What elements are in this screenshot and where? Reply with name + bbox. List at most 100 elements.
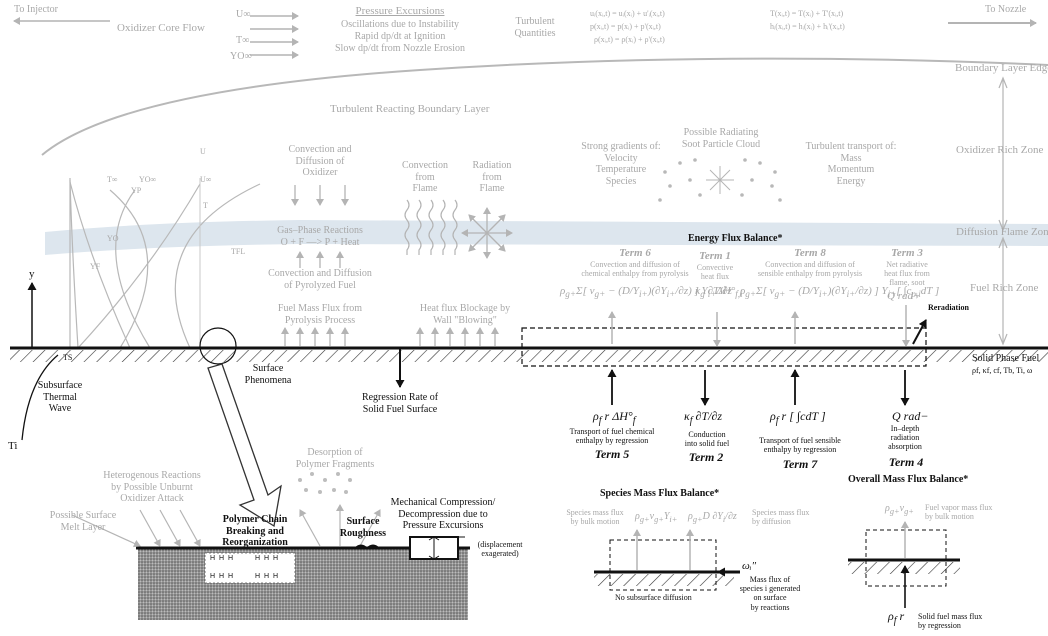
profile-yo: YO	[107, 234, 119, 243]
t-inf-label: T∞	[236, 35, 250, 46]
term8-equation: ρg+Σ[ vg+ − (D/Yi+)(∂Yi+/∂z) ] Yi+[ ∫cp,…	[740, 285, 940, 300]
pe-line3: Slow dp/dt from Nozzle Erosion	[335, 43, 465, 54]
h-row-bottom-1: H H H	[210, 573, 235, 580]
overall-regression-equation: ρf r	[888, 609, 905, 627]
conv-from-flame: Convection from Flame	[401, 160, 449, 194]
pe-line2: Rapid dp/dt at Ignition	[354, 31, 446, 42]
heterogeneous-reactions: Heterogenous Reactions by Possible Unbur…	[103, 470, 201, 504]
h-row-top-1: H H H	[210, 555, 235, 562]
gas-phase-arrows	[281, 185, 499, 346]
term4-desc: In–depth radiation absorption	[888, 424, 922, 452]
ti-label: Ti	[8, 440, 18, 452]
soot-cloud	[658, 158, 782, 202]
species-diffusion-label: Species mass flux by diffusion	[752, 508, 810, 527]
overall-bulk-equation: ρg+vg+	[885, 503, 914, 516]
reradiation-arrow	[912, 319, 927, 345]
eq-enthalpy: hᵢ(xᵢ,t) = hᵢ(xᵢ) + hᵢ'(xᵢ,t)	[770, 22, 845, 31]
gas-phase-reactions: Gas–Phase Reactions O + F —> P + Heat	[277, 225, 363, 248]
mechanical-compression-label: Mechanical Compression/ Decompression du…	[390, 497, 496, 531]
boundary-layer-edge-label: Boundary Layer Edge	[955, 62, 1048, 74]
term1-label: Term 1	[699, 250, 731, 262]
term6-desc: Convection and diffusion of chemical ent…	[581, 260, 689, 279]
diffusion-flame-zone-label: Diffusion Flame Zone	[956, 226, 1048, 238]
term3-label: Term 3	[891, 247, 923, 259]
diffusion-flame-band	[45, 220, 1048, 255]
zone-arrows	[998, 76, 1008, 346]
eq-pressure: p(xᵢ,t) = p(xᵢ) + p'(xᵢ,t)	[590, 22, 661, 31]
rad-from-flame: Radiation from Flame	[472, 160, 512, 194]
q-rad-minus: Q rad−	[892, 409, 929, 423]
boundary-layer-edge-curve	[41, 57, 1048, 156]
yo-inf-label: YO∞	[230, 51, 252, 62]
fuel-rich-zone-label: Fuel Rich Zone	[970, 282, 1039, 294]
oxidizer-rich-zone-label: Oxidizer Rich Zone	[956, 144, 1044, 156]
species-generated-label: Mass flux of species i generated on surf…	[739, 575, 801, 612]
species-omega: ωᵢ″	[742, 560, 757, 572]
fuel-vapor-label: Fuel vapor mass flux by bulk motion	[925, 503, 993, 522]
profile-curves	[69, 179, 261, 349]
desorption-label: Desorption of Polymer Fragments	[295, 447, 375, 470]
h-row-bottom-2: H H H	[255, 573, 280, 580]
to-injector-label: To Injector	[14, 4, 59, 15]
profile-yp: YP	[131, 186, 142, 195]
displacement-label: (displacement exagerated)	[477, 540, 523, 559]
soot-cloud-label: Possible Radiating Soot Particle Cloud	[681, 127, 761, 150]
eq-velocity: uᵢ(xᵢ,t) = uᵢ(xᵢ) + u'ᵢ(xᵢ,t)	[590, 9, 665, 18]
subsurface-thermal-wave: Subsurface Thermal Wave	[37, 380, 83, 414]
term3-desc: Net radiative heat flux from flame, soot	[884, 260, 930, 288]
y-axis-label: y	[29, 268, 35, 280]
strong-gradients: Strong gradients of: Velocity Temperatur…	[581, 141, 661, 187]
radiation-star	[461, 207, 513, 259]
term1-equation: κg ∂T/∂z	[695, 285, 732, 300]
term2-equation: κf ∂T/∂z	[684, 409, 723, 427]
u-inf-label: U∞	[236, 9, 251, 20]
heat-flux-blockage-label: Heat flux Blockage by Wall "Blowing"	[419, 303, 511, 326]
desorption-dots	[298, 472, 352, 494]
surface-phenomena-circle	[199, 327, 237, 365]
term8-label: Term 8	[794, 247, 826, 259]
pressure-excursions-title: Pressure Excursions	[355, 5, 445, 17]
term8-desc: Convection and diffusion of sensible ent…	[757, 260, 863, 279]
energy-down-arrows	[607, 369, 910, 406]
term6-equation: ρg+Σ[ vg+ − (D/Yi+)(∂Yi+/∂z) ] Yi+ΔH°f,i	[560, 285, 743, 300]
no-subsurface-label: No subsurface diffusion	[615, 593, 692, 602]
profile-t: T	[203, 201, 208, 210]
term6-label: Term 6	[619, 247, 651, 259]
melt-layer-label: Possible Surface Melt Layer	[49, 510, 117, 533]
term5-label: Term 5	[594, 447, 630, 461]
profile-yo-inf: YO∞	[139, 175, 157, 184]
energy-balance-title: Energy Flux Balance*	[688, 233, 783, 244]
q-rad-plus: Q rad+	[887, 290, 921, 302]
surface-roughness-label: Surface Roughness	[339, 516, 387, 539]
zoom-arrow	[207, 363, 282, 528]
core-flow-arrows	[250, 12, 299, 59]
polymer-chain-label: Polymer Chain Breaking and Reorganizatio…	[222, 514, 288, 548]
to-nozzle-label: To Nozzle	[985, 4, 1027, 15]
solid-fuel-flux-label: Solid fuel mass flux by regression	[918, 612, 983, 631]
species-diff-equation: ρg+D ∂Yi/∂z	[688, 511, 737, 524]
reradiation-label: Reradiation	[928, 303, 969, 312]
term5-desc: Transport of fuel chemical enthalpy by r…	[569, 427, 655, 446]
solid-fuel-hatch	[10, 350, 1048, 362]
soot-star	[706, 166, 734, 194]
species-balance-title: Species Mass Flux Balance*	[600, 488, 720, 499]
solid-phase-fuel-label: Solid Phase Fuel	[972, 353, 1040, 364]
profile-u: U	[200, 147, 206, 156]
species-bulk-label: Species mass flux by bulk motion	[566, 508, 624, 527]
conv-diff-oxidizer: Convection and Diffusion of Oxidizer	[288, 144, 352, 178]
pe-line1: Oscillations due to Instability	[340, 19, 460, 30]
regression-rate-label: Regression Rate of Solid Fuel Surface	[361, 392, 439, 415]
trbl-label: Turbulent Reacting Boundary Layer	[330, 103, 490, 115]
profile-yf: YF	[90, 262, 101, 271]
energy-control-volume	[521, 327, 927, 367]
term7-label: Term 7	[782, 457, 818, 471]
h-row-top-2: H H H	[255, 555, 280, 562]
profile-tfl: TFL	[231, 247, 246, 256]
term5-equation: ρf r ΔH°f	[593, 409, 636, 427]
term7-equation: ρf r [ ∫cdT ]	[770, 409, 826, 427]
energy-up-arrows	[608, 305, 910, 347]
term4-label: Term 4	[888, 455, 924, 469]
term2-desc: Conduction into solid fuel	[684, 430, 730, 449]
